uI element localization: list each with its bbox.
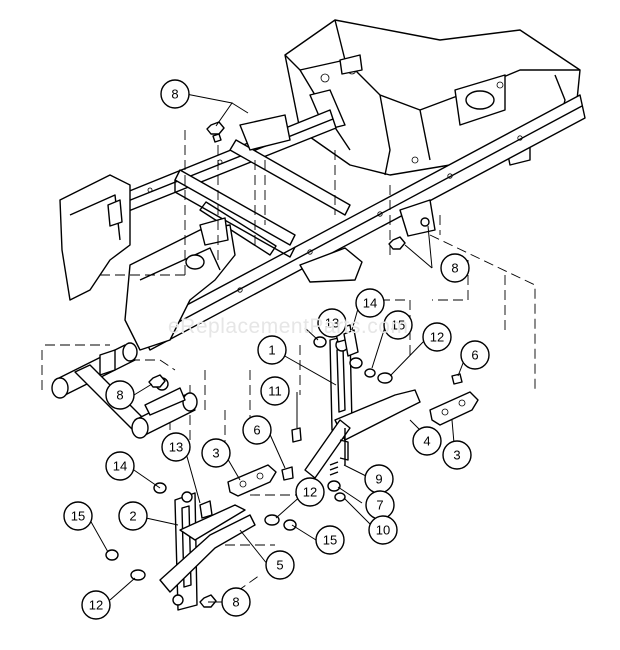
svg-text:12: 12 <box>430 330 444 345</box>
svg-text:8: 8 <box>232 595 239 610</box>
svg-text:12: 12 <box>89 598 103 613</box>
pivot-tube-assembly <box>51 342 198 439</box>
svg-text:1: 1 <box>268 343 275 358</box>
svg-text:14: 14 <box>113 459 127 474</box>
callout-15-right: 15 <box>383 310 413 340</box>
svg-text:15: 15 <box>391 318 405 333</box>
callout-2: 2 <box>118 501 148 531</box>
svg-text:13: 13 <box>169 440 183 455</box>
callout-6-center: 6 <box>242 415 272 445</box>
left-lift-arm <box>159 491 256 611</box>
frame-assembly <box>59 19 586 351</box>
svg-text:8: 8 <box>451 261 458 276</box>
callout-12-left: 12 <box>81 590 111 620</box>
svg-text:8: 8 <box>171 87 178 102</box>
svg-text:15: 15 <box>323 533 337 548</box>
callout-15-center: 15 <box>315 525 345 555</box>
callout-8-top: 8 <box>160 79 190 109</box>
svg-text:8: 8 <box>116 388 123 403</box>
callout-9: 9 <box>364 464 394 494</box>
callout-6-right: 6 <box>460 340 490 370</box>
callout-3-right: 3 <box>442 440 472 470</box>
svg-text:12: 12 <box>303 485 317 500</box>
svg-text:9: 9 <box>375 472 382 487</box>
callout-3-left: 3 <box>201 438 231 468</box>
callout-8-right: 8 <box>440 253 470 283</box>
callout-12-right: 12 <box>422 322 452 352</box>
callout-5: 5 <box>265 550 295 580</box>
svg-text:10: 10 <box>376 523 390 538</box>
callout-8-left: 8 <box>105 380 135 410</box>
callout-7: 7 <box>365 490 395 520</box>
callout-1: 1 <box>257 335 287 365</box>
callout-11: 11 <box>260 376 290 406</box>
callout-13-right: 13 <box>317 308 347 338</box>
svg-text:14: 14 <box>363 296 377 311</box>
callout-12-center: 12 <box>295 477 325 507</box>
svg-text:13: 13 <box>325 316 339 331</box>
hardware <box>105 121 463 608</box>
callout-14-right: 14 <box>355 288 385 318</box>
svg-text:3: 3 <box>212 446 219 461</box>
svg-text:11: 11 <box>268 384 282 399</box>
callout-10: 10 <box>368 515 398 545</box>
svg-text:2: 2 <box>129 509 136 524</box>
svg-text:4: 4 <box>423 434 430 449</box>
svg-text:6: 6 <box>253 423 260 438</box>
leader-lines <box>89 93 466 603</box>
callout-8-bottom: 8 <box>221 587 251 617</box>
watermark-text: eReplacementParts.com <box>168 315 409 338</box>
callout-15-left: 15 <box>63 501 93 531</box>
callout-14-left: 14 <box>105 451 135 481</box>
svg-text:6: 6 <box>471 348 478 363</box>
svg-text:3: 3 <box>453 448 460 463</box>
callout-13-left: 13 <box>161 432 191 462</box>
callout-4: 4 <box>412 426 442 456</box>
svg-text:5: 5 <box>276 558 283 573</box>
right-lift-arm <box>304 324 421 479</box>
bracket-parts <box>227 391 479 497</box>
svg-text:7: 7 <box>376 498 383 513</box>
svg-text:15: 15 <box>71 509 85 524</box>
callouts: 8 8 14 13 15 12 1 6 <box>63 79 490 620</box>
